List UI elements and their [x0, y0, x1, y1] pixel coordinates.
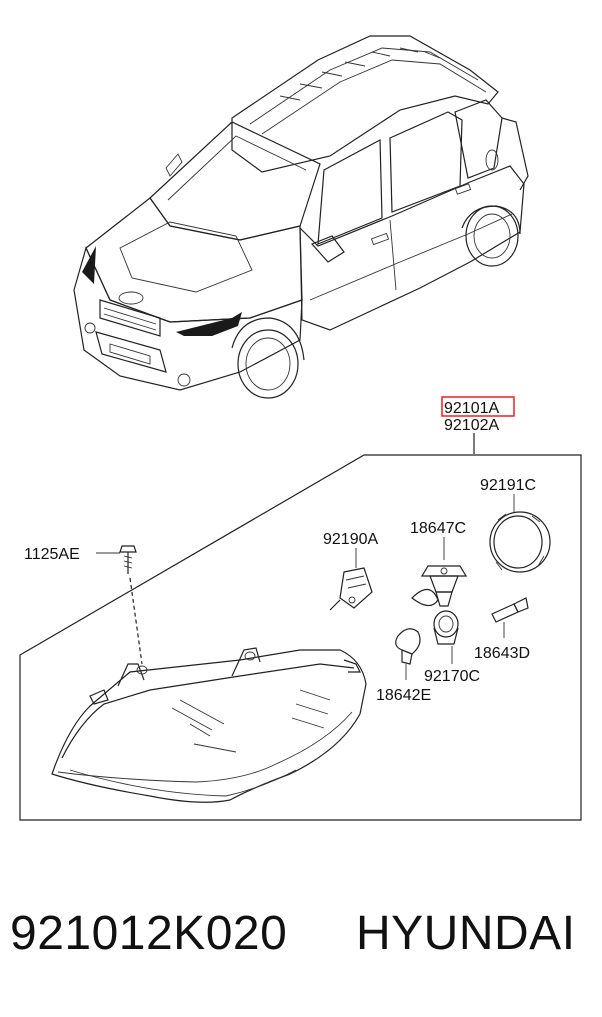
brand-name: HYUNDAI	[356, 907, 576, 960]
socket-cover-ring	[489, 511, 551, 573]
wedge-bulb	[491, 597, 529, 623]
assembly-box	[19, 454, 582, 821]
label-18647C[interactable]: 18647C	[410, 520, 466, 537]
label-18642E[interactable]: 18642E	[376, 687, 431, 704]
h4-bulb	[411, 565, 468, 607]
label-92191C[interactable]: 92191C	[480, 477, 536, 494]
parts-diagram: 92101A 92102A 92191C 18647C 92190A 1125A…	[19, 35, 582, 821]
headlamp-housing	[51, 647, 367, 803]
amber-bulb	[395, 628, 421, 665]
label-92102A[interactable]: 92102A	[444, 417, 499, 434]
mounting-screw	[119, 545, 137, 574]
screw-guide-line	[129, 577, 143, 665]
label-92170C[interactable]: 92170C	[424, 668, 480, 685]
label-1125AE[interactable]: 1125AE	[24, 546, 80, 563]
bulb-holder	[433, 610, 459, 645]
label-18643D[interactable]: 18643D	[474, 645, 530, 662]
part-number: 921012K020	[10, 907, 288, 960]
label-92101A[interactable]: 92101A	[444, 400, 499, 417]
label-92190A[interactable]: 92190A	[323, 531, 378, 548]
car-illustration	[73, 35, 529, 399]
highlight-box	[441, 396, 515, 417]
bulb-socket	[329, 567, 373, 611]
